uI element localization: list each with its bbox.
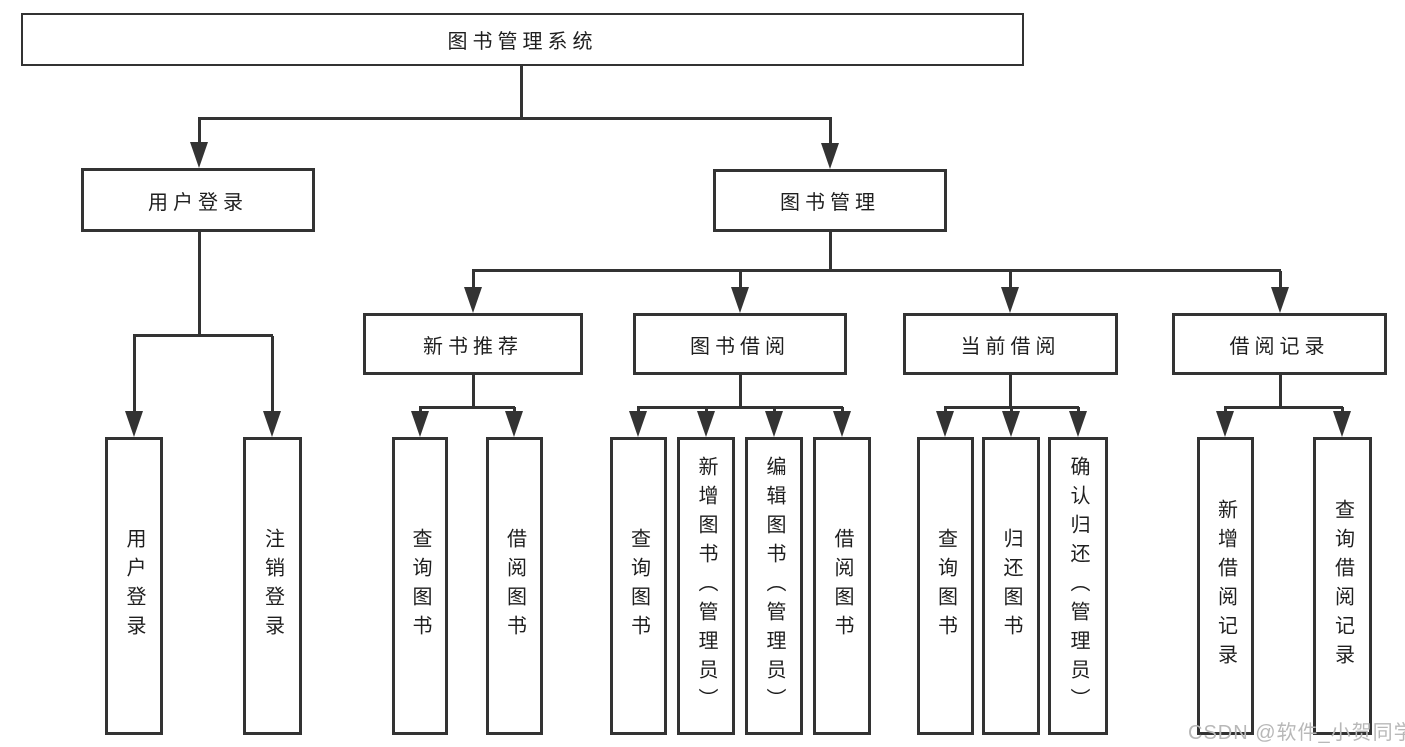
node-borrow-records: 借阅记录 — [1172, 313, 1387, 375]
leaf-query-book: 查询图书 — [917, 437, 974, 735]
arrow-down-icon — [464, 287, 482, 313]
arrow-down-icon — [697, 411, 715, 437]
connector-line — [271, 336, 274, 413]
arrow-down-icon — [765, 411, 783, 437]
connector-line — [520, 66, 523, 119]
arrow-down-icon — [936, 411, 954, 437]
connector-line — [133, 336, 136, 413]
node-book-borrow: 图书借阅 — [633, 313, 847, 375]
arrow-down-icon — [629, 411, 647, 437]
node-new-book-recommend: 新书推荐 — [363, 313, 583, 375]
arrow-down-icon — [411, 411, 429, 437]
leaf-add-borrow-record: 新增借阅记录 — [1197, 437, 1254, 735]
arrow-down-icon — [263, 411, 281, 437]
arrow-down-icon — [505, 411, 523, 437]
leaf-borrow-book: 借阅图书 — [486, 437, 543, 735]
arrow-down-icon — [125, 411, 143, 437]
connector-line — [637, 406, 843, 409]
leaf-query-borrow-record: 查询借阅记录 — [1313, 437, 1372, 735]
connector-line — [739, 375, 742, 408]
leaf-logout: 注销登录 — [243, 437, 302, 735]
arrow-down-icon — [1271, 287, 1289, 313]
arrow-down-icon — [1001, 287, 1019, 313]
connector-line — [198, 118, 201, 146]
connector-line — [198, 232, 201, 336]
connector-line — [198, 117, 832, 120]
arrow-down-icon — [833, 411, 851, 437]
watermark: CSDN @软件_小贺同学 — [1188, 722, 1405, 744]
connector-line — [1279, 375, 1282, 408]
leaf-query-book: 查询图书 — [610, 437, 667, 735]
connector-line — [1009, 375, 1012, 408]
connector-line — [133, 334, 273, 337]
arrow-down-icon — [1216, 411, 1234, 437]
connector-line — [1224, 406, 1343, 409]
connector-line — [472, 269, 1281, 272]
leaf-return-book: 归还图书 — [982, 437, 1040, 735]
connector-line — [419, 406, 515, 409]
arrow-down-icon — [1333, 411, 1351, 437]
connector-line — [739, 271, 742, 289]
node-current-borrow: 当前借阅 — [903, 313, 1118, 375]
connector-line — [829, 232, 832, 271]
node-root: 图书管理系统 — [21, 13, 1024, 66]
leaf-confirm-return-admin: 确认归还（管理员） — [1048, 437, 1108, 735]
leaf-edit-book-admin: 编辑图书（管理员） — [745, 437, 803, 735]
arrow-down-icon — [821, 143, 839, 169]
node-user-login: 用户登录 — [81, 168, 315, 232]
connector-line — [1009, 271, 1012, 289]
connector-line — [829, 118, 832, 146]
arrow-down-icon — [190, 142, 208, 168]
arrow-down-icon — [1002, 411, 1020, 437]
connector-line — [472, 375, 475, 408]
node-book-management: 图书管理 — [713, 169, 947, 232]
arrow-down-icon — [731, 287, 749, 313]
arrow-down-icon — [1069, 411, 1087, 437]
leaf-query-book: 查询图书 — [392, 437, 448, 735]
connector-line — [1279, 271, 1282, 289]
leaf-borrow-book: 借阅图书 — [813, 437, 871, 735]
connector-line — [472, 271, 475, 289]
leaf-user-login: 用户登录 — [105, 437, 163, 735]
leaf-add-book-admin: 新增图书（管理员） — [677, 437, 735, 735]
